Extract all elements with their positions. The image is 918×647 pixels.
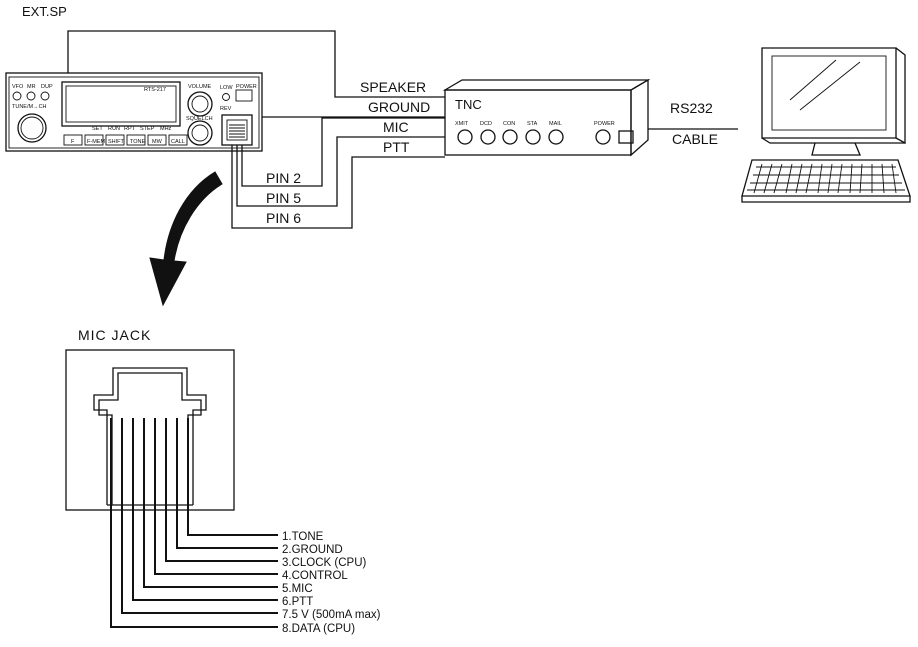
mic-wire [241,117,445,187]
pin-4-wire [154,418,278,575]
pin-8-wire [110,418,278,628]
pin-labels: 1.TONE 2.GROUND 3.CLOCK (CPU) 4.CONTROL … [282,531,381,635]
radio-top-buttons: VFO MR DUP TUNE/M→CH [12,84,53,110]
pin2-label: PIN 2 [266,170,301,186]
radio-power-button [235,89,253,102]
ext-sp-wire [67,30,445,98]
indicator-run: RUN [108,126,120,132]
pin-7-label: 7.5 V (500mA max) [282,609,381,621]
pin5-label: PIN 5 [266,190,301,206]
speaker-label: SPEAKER [360,79,426,95]
xmit-led [457,129,473,145]
jack-socket-outline [93,367,207,505]
monitor [761,47,897,139]
btn-f: F [71,139,75,145]
pin-2-wire [176,418,278,549]
squelch-knob [187,120,213,146]
pin-1-wire [187,418,278,536]
radio-bottom-buttons: F F-MEM SHIFT TONE MW CALL [63,134,188,146]
rs232-label: RS232 [670,100,713,116]
indicator-step: STEP [140,126,155,132]
radio-dup-label: DUP [41,84,53,90]
tnc-power-switch [618,130,634,144]
btn-fmem: F-MEM [87,139,105,145]
ext-sp-label: EXT.SP [22,4,67,19]
btn-tone: TONE [130,139,146,145]
pin-2-label: 2.GROUND [282,544,343,556]
pin-8-label: 8.DATA (CPU) [282,623,355,635]
radio-tune-knob [17,113,47,143]
indicator-mhz: MHz [160,126,172,132]
pin-1-label: 1.TONE [282,531,324,543]
btn-mw: MW [152,139,163,145]
radio-mic-socket [221,114,253,146]
pin6-label: PIN 6 [266,210,301,226]
volume-label: VOLUME [188,84,212,90]
radio-tune-label: TUNE/M→CH [12,104,47,110]
ptt-label: PTT [383,139,410,155]
radio-transceiver: VFO MR DUP TUNE/M→CH RTS-217 SET RUN RPT… [5,72,263,152]
radio-mr-label: MR [27,84,36,90]
keyboard-keys [747,163,905,194]
tnc-label: TNC [455,97,482,112]
btn-call: CALL [171,139,185,145]
con-label: CON [503,121,515,127]
sta-label: STA [527,121,538,127]
dcd-led [480,129,496,145]
ptt-wire [231,145,445,229]
mail-led [548,129,564,145]
pin-7-wire [121,418,278,614]
mic-label: MIC [383,119,409,135]
con-led [502,129,518,145]
pin-3-wire [165,418,278,562]
pin-4-label: 4.CONTROL [282,570,348,582]
ground-label: GROUND [368,99,430,115]
tnc-power-label: POWER [594,121,615,127]
mic-jack-detail [65,349,235,511]
wiring [67,30,738,229]
indicator-set: SET [92,126,103,132]
pin-3-label: 3.CLOCK (CPU) [282,557,367,569]
mail-label: MAIL [549,121,562,127]
sta-led [525,129,541,145]
xmit-label: XMIT [455,121,469,127]
mic-jack-title: MIC JACK [78,327,151,343]
tnc-power-knob [595,129,611,145]
cable-label: CABLE [672,131,718,147]
radio-display [61,81,181,127]
radio-power-label: POWER [236,84,257,90]
btn-shift: SHIFT [108,139,125,145]
radio-vfo-label: VFO [12,84,24,90]
squelch-label: SQUELCH [186,116,213,122]
tnc-leds: XMIT DCD CON STA MAIL [455,121,564,145]
monitor-stand [811,142,861,156]
dcd-label: DCD [480,121,492,127]
pin-6-label: 6.PTT [282,596,313,608]
monitor-screen [771,55,887,131]
tnc-unit: TNC XMIT DCD CON STA MAIL POWER [442,78,651,157]
pin-6-wire [132,418,278,601]
radio-display-indicators: SET RUN RPT STEP MHz [92,126,172,132]
rev-label: REV [220,106,232,112]
pin-5-label: 5.MIC [282,583,313,595]
radio-model-label: RTS-217 [144,87,166,93]
computer [741,47,911,203]
indicator-rpt: RPT [124,126,136,132]
low-label: LOW [220,85,233,91]
volume-knob [187,91,213,117]
keyboard [741,159,911,197]
pin5-wire [236,136,445,207]
zoom-arrow [149,171,223,307]
pin-5-wire [143,418,278,588]
mic-jack-pin-wires [110,418,278,628]
